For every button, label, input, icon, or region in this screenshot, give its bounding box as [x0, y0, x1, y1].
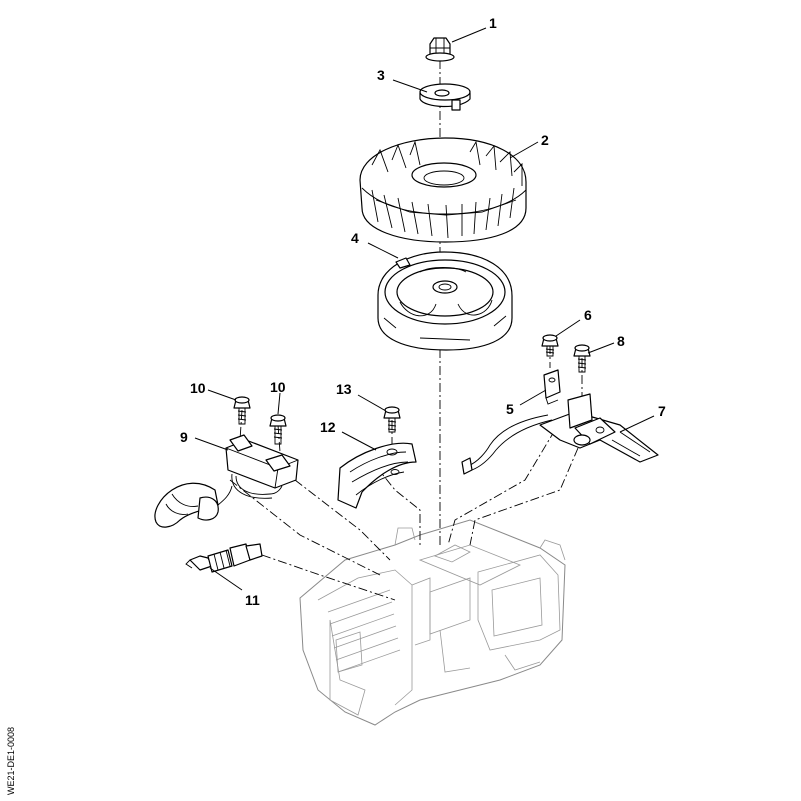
- leader-line-3: [392, 79, 428, 93]
- callout-13: 13: [336, 381, 352, 397]
- callout-12: 12: [320, 419, 336, 435]
- leader-line-7: [619, 415, 655, 433]
- leader-line-2: [509, 141, 539, 159]
- leader-line-10a: [207, 389, 237, 401]
- part-clip: [543, 369, 561, 405]
- callout-10b: 10: [270, 379, 286, 395]
- callout-8: 8: [617, 333, 625, 349]
- leader-lines: [194, 27, 655, 591]
- alignment-line-coil-9b: [229, 479, 381, 576]
- alignment-line-shield-12: [374, 464, 421, 545]
- alignment-line-screw-10b: [277, 424, 281, 453]
- leader-line-12: [341, 431, 377, 451]
- callout-7: 7: [658, 403, 666, 419]
- leader-line-1: [451, 27, 487, 43]
- callout-9: 9: [180, 429, 188, 445]
- callout-10a: 10: [190, 380, 206, 396]
- callout-3: 3: [377, 67, 385, 83]
- part-flywheel: [377, 251, 513, 351]
- part-screw-6: [541, 334, 559, 357]
- leader-line-11: [209, 567, 243, 591]
- callout-6: 6: [584, 307, 592, 323]
- part-screw-13: [383, 406, 401, 433]
- leader-line-9: [194, 437, 229, 451]
- leader-line-8: [587, 342, 615, 354]
- leader-line-13: [357, 394, 387, 412]
- part-screw-8: [573, 344, 591, 373]
- part-ignition-coil: [154, 434, 299, 528]
- callout-11: 11: [245, 592, 260, 608]
- part-screw-10b: [269, 414, 287, 445]
- callout-4: 4: [351, 230, 359, 246]
- part-starter-cup: [419, 83, 471, 111]
- engine-block: [299, 519, 566, 726]
- leader-line-6: [555, 319, 581, 337]
- alignment-line-module-7: [469, 447, 579, 546]
- drawing-code: WE21-DE1-0008: [6, 727, 16, 795]
- alignment-line-coil-9: [294, 479, 391, 561]
- part-nut: [425, 37, 455, 62]
- callout-labels: 1 3 2 4 6 8 5 7 13 12 10 10 9 11: [180, 15, 666, 608]
- callout-1: 1: [489, 15, 497, 31]
- callout-5: 5: [506, 401, 514, 417]
- part-flywheel-fan: [359, 137, 527, 243]
- alignment-line-module-7b: [447, 429, 556, 546]
- leader-line-4: [367, 242, 399, 259]
- part-ignition-module: [461, 393, 659, 475]
- part-spark-plug: [185, 543, 263, 573]
- part-heat-shield: [337, 442, 417, 509]
- leader-line-10b: [277, 392, 281, 415]
- leader-line-5: [519, 389, 547, 406]
- alignment-line-spark-plug-11: [261, 554, 396, 601]
- callout-2: 2: [541, 132, 549, 148]
- alignment-line-screw-10a: [239, 409, 243, 441]
